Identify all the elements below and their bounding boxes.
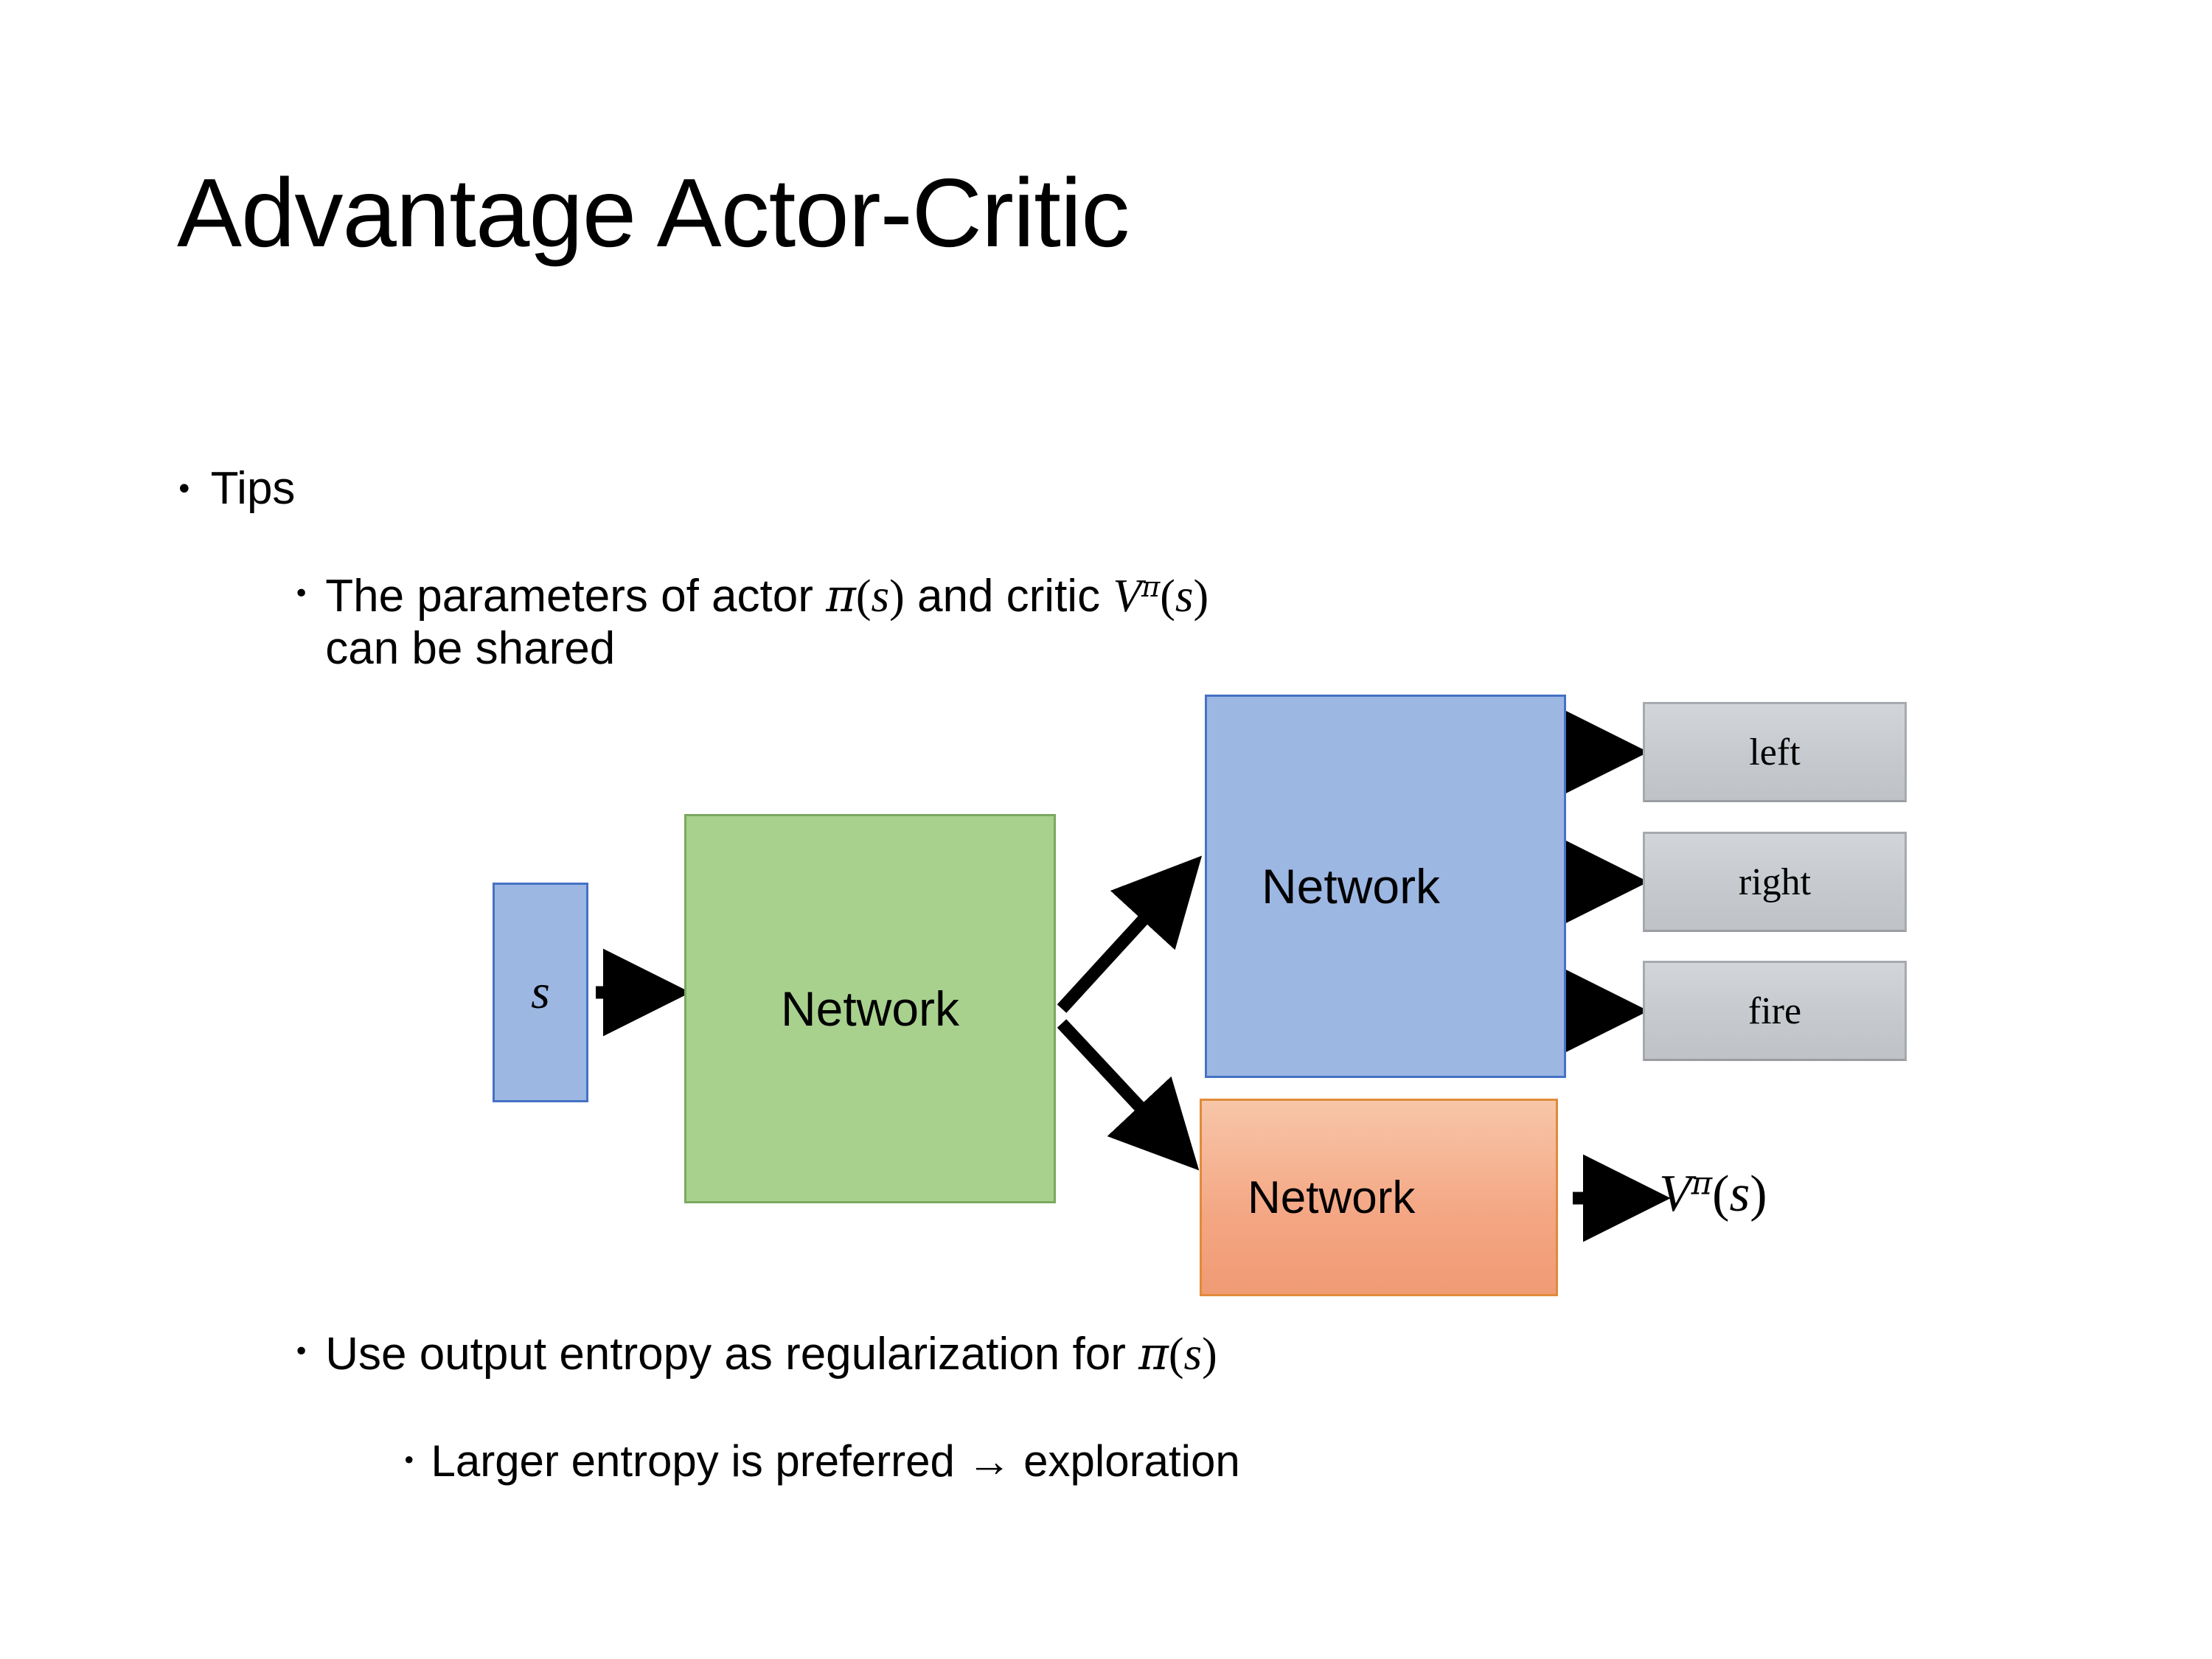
action-label-right: right <box>1738 860 1812 903</box>
shared-network-box: Network <box>684 814 1056 1203</box>
critic-value-symbol: V <box>1113 570 1141 622</box>
actor-network-label: Network <box>1262 859 1441 914</box>
bullet-dot-icon: • <box>293 1337 310 1367</box>
params-pre-text: The parameters of actor <box>325 571 827 622</box>
actor-paren-close: ) <box>889 571 905 622</box>
critic-output-superscript: π <box>1691 1165 1713 1203</box>
actor-network-box: Network <box>1205 695 1566 1078</box>
critic-policy-superscript: π <box>1141 571 1161 605</box>
entropy-policy-symbol: π <box>1138 1326 1169 1380</box>
critic-output-paren-close: ) <box>1750 1166 1767 1222</box>
critic-state-arg: s <box>1175 570 1194 622</box>
action-box-right: right <box>1643 832 1907 932</box>
arrow-shared-to-actor <box>1057 855 1203 1013</box>
state-input-box: s <box>493 883 588 1102</box>
critic-output-arg: s <box>1729 1164 1750 1222</box>
params-mid-text: and critic <box>904 571 1113 622</box>
bullet-larger-entropy: • Larger entropy is preferred → explorat… <box>402 1436 1240 1486</box>
action-box-left: left <box>1643 702 1907 802</box>
bullet-shared-parameters-text: The parameters of actor π(s) and critic … <box>325 569 1208 675</box>
entropy-paren-open: ( <box>1168 1329 1184 1380</box>
critic-output-paren-open: ( <box>1712 1166 1730 1222</box>
entropy-state-arg: s <box>1183 1328 1203 1380</box>
entropy-pre-text: Use output entropy as regularization for <box>325 1329 1139 1380</box>
arrow-shared-to-critic <box>1057 1019 1200 1171</box>
page-title: Advantage Actor-Critic <box>177 159 1130 267</box>
critic-network-label: Network <box>1248 1172 1416 1223</box>
bullet-shared-parameters: • The parameters of actor π(s) and criti… <box>293 569 1768 675</box>
action-label-fire: fire <box>1747 990 1802 1032</box>
bullet-entropy-regularization: • Use output entropy as regularization f… <box>293 1327 1217 1381</box>
critic-paren-close: ) <box>1193 571 1209 622</box>
state-input-label: s <box>531 965 550 1019</box>
action-label-left: left <box>1749 731 1801 773</box>
critic-output-label: Vπ(s) <box>1659 1164 1767 1224</box>
bullet-larger-entropy-label: Larger entropy is preferred → exploratio… <box>431 1436 1240 1486</box>
actor-paren-open: ( <box>855 571 872 622</box>
actor-policy-symbol: π <box>826 568 856 622</box>
bullet-dot-icon: • <box>175 473 193 507</box>
bullet-tips-label: Tips <box>210 463 296 514</box>
params-wrap-text: can be shared <box>325 622 616 674</box>
action-box-fire: fire <box>1643 961 1907 1061</box>
bullet-dot-icon: • <box>293 579 310 609</box>
entropy-paren-close: ) <box>1202 1329 1217 1380</box>
bullet-dot-icon: • <box>402 1446 417 1475</box>
bullet-entropy-text: Use output entropy as regularization for… <box>325 1327 1217 1381</box>
critic-output-base: V <box>1659 1164 1691 1222</box>
critic-network-box: Network <box>1200 1099 1558 1296</box>
bullet-tips: • Tips <box>175 463 295 515</box>
actor-state-arg: s <box>871 570 890 622</box>
shared-network-label: Network <box>780 981 960 1036</box>
critic-paren-open: ( <box>1160 571 1175 622</box>
